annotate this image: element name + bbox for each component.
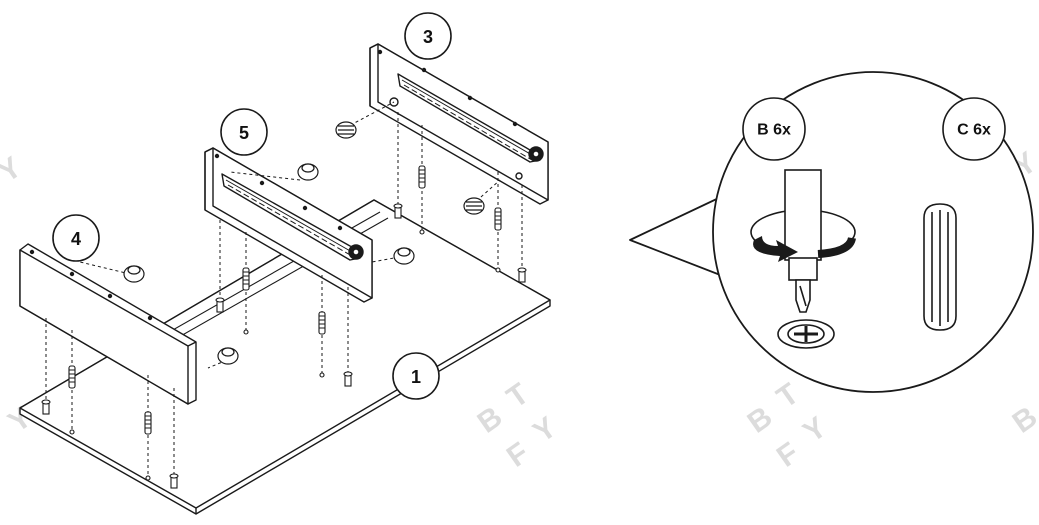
dowels xyxy=(68,165,502,435)
part-b-label: B 6x xyxy=(742,97,806,161)
cam-lock-icon xyxy=(297,163,319,181)
watermark-letter: B xyxy=(742,400,779,439)
wood-dowel-icon xyxy=(923,203,957,331)
part-c-label: C 6x xyxy=(942,97,1006,161)
watermark-letter: B xyxy=(472,400,509,439)
rotation-arrow-icon xyxy=(753,236,856,262)
part-b-quantity: B 6x xyxy=(757,122,791,139)
dowel-icon xyxy=(494,207,502,231)
watermark-letter: T xyxy=(771,377,805,415)
step-number: 4 xyxy=(71,229,81,249)
watermark-letter: F xyxy=(771,436,805,474)
screw-icon xyxy=(343,371,353,387)
screw-icon xyxy=(41,399,51,415)
step-number: 5 xyxy=(239,123,249,143)
step-number: 3 xyxy=(423,27,433,47)
screw-head-icon xyxy=(777,319,835,349)
drawer-runner xyxy=(397,73,544,163)
step-marker-1: 1 xyxy=(392,352,440,400)
dowel-icon xyxy=(144,411,152,435)
step-marker-5: 5 xyxy=(220,108,268,156)
step-number: 1 xyxy=(411,367,421,387)
watermark-letter: Y xyxy=(0,151,28,190)
screw-icon xyxy=(393,203,403,219)
base-board xyxy=(19,199,551,515)
drawer-runner xyxy=(221,173,364,261)
screw-icon xyxy=(517,267,527,283)
cam-lock-icon xyxy=(393,247,415,265)
screws xyxy=(41,203,527,489)
watermark-letter: B xyxy=(1007,400,1039,439)
watermark-letter: F xyxy=(501,436,535,474)
watermark-letter: Y xyxy=(527,411,562,450)
cam-locks xyxy=(123,121,485,365)
screw-icon xyxy=(215,297,225,313)
cam-lock-icon xyxy=(463,197,485,215)
cam-lock-icon xyxy=(217,347,239,365)
watermark-letter: T xyxy=(501,377,535,415)
watermark-letter: Y xyxy=(797,411,832,450)
cam-lock-icon xyxy=(123,265,145,283)
dowel-icon xyxy=(242,267,250,291)
dowel-icon xyxy=(318,311,326,335)
dowel-icon xyxy=(418,165,426,189)
dowel-icon xyxy=(68,365,76,389)
screwdriver-icon xyxy=(750,169,856,313)
step-marker-4: 4 xyxy=(52,214,100,262)
cam-lock-icon xyxy=(335,121,357,139)
panel-3 xyxy=(369,43,549,205)
panel-5 xyxy=(204,147,373,303)
panel-4 xyxy=(19,243,197,405)
part-c-quantity: C 6x xyxy=(957,122,991,139)
step-marker-3: 3 xyxy=(404,12,452,60)
screw-icon xyxy=(169,473,179,489)
